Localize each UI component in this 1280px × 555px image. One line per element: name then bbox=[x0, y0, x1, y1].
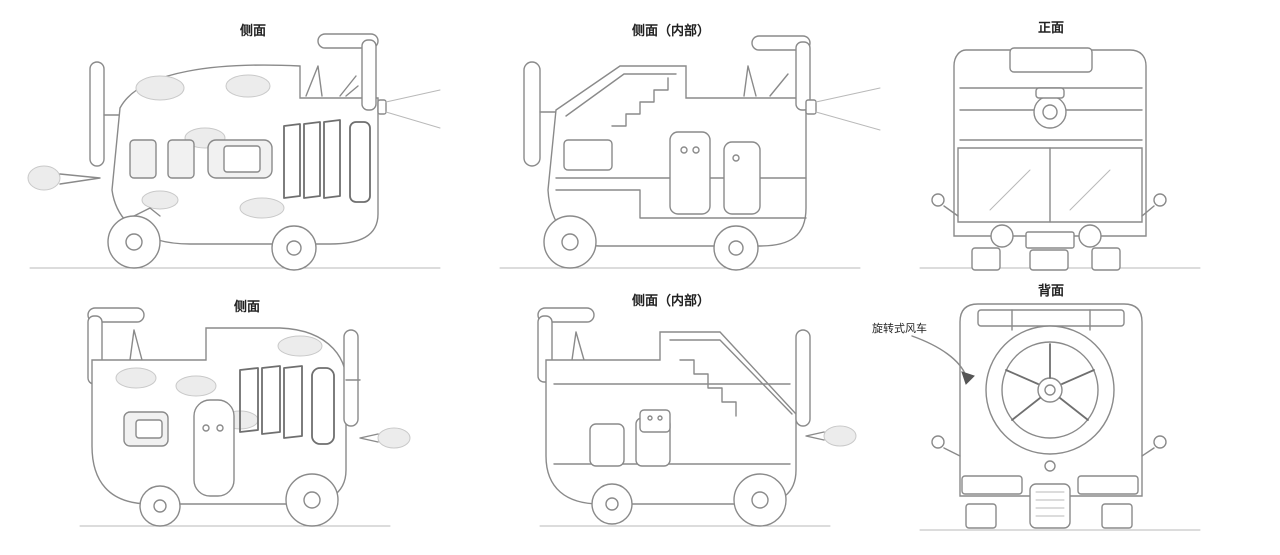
view-title-side-bottom: 侧面 bbox=[234, 300, 261, 315]
view-title-interior-top: 侧面（内部） bbox=[632, 24, 711, 39]
vehicle-interior-view-bottom bbox=[537, 307, 857, 527]
view-title-front: 正面 bbox=[1038, 21, 1065, 36]
view-title-back: 背面 bbox=[1038, 284, 1065, 299]
exhaust-smoke bbox=[27, 165, 101, 191]
vehicle-side-view-top bbox=[27, 33, 441, 271]
view-title-side-top: 侧面 bbox=[240, 24, 267, 39]
vehicle-side-view-bottom bbox=[79, 307, 411, 527]
vehicle-interior-view-top bbox=[499, 35, 881, 271]
vehicle-front-view bbox=[919, 47, 1201, 271]
annotation-arrow-icon bbox=[961, 371, 975, 385]
annotation-windmill: 旋转式风车 bbox=[872, 322, 927, 335]
view-title-interior-bottom: 侧面（内部） bbox=[632, 294, 711, 309]
vehicle-back-view bbox=[911, 303, 1201, 531]
